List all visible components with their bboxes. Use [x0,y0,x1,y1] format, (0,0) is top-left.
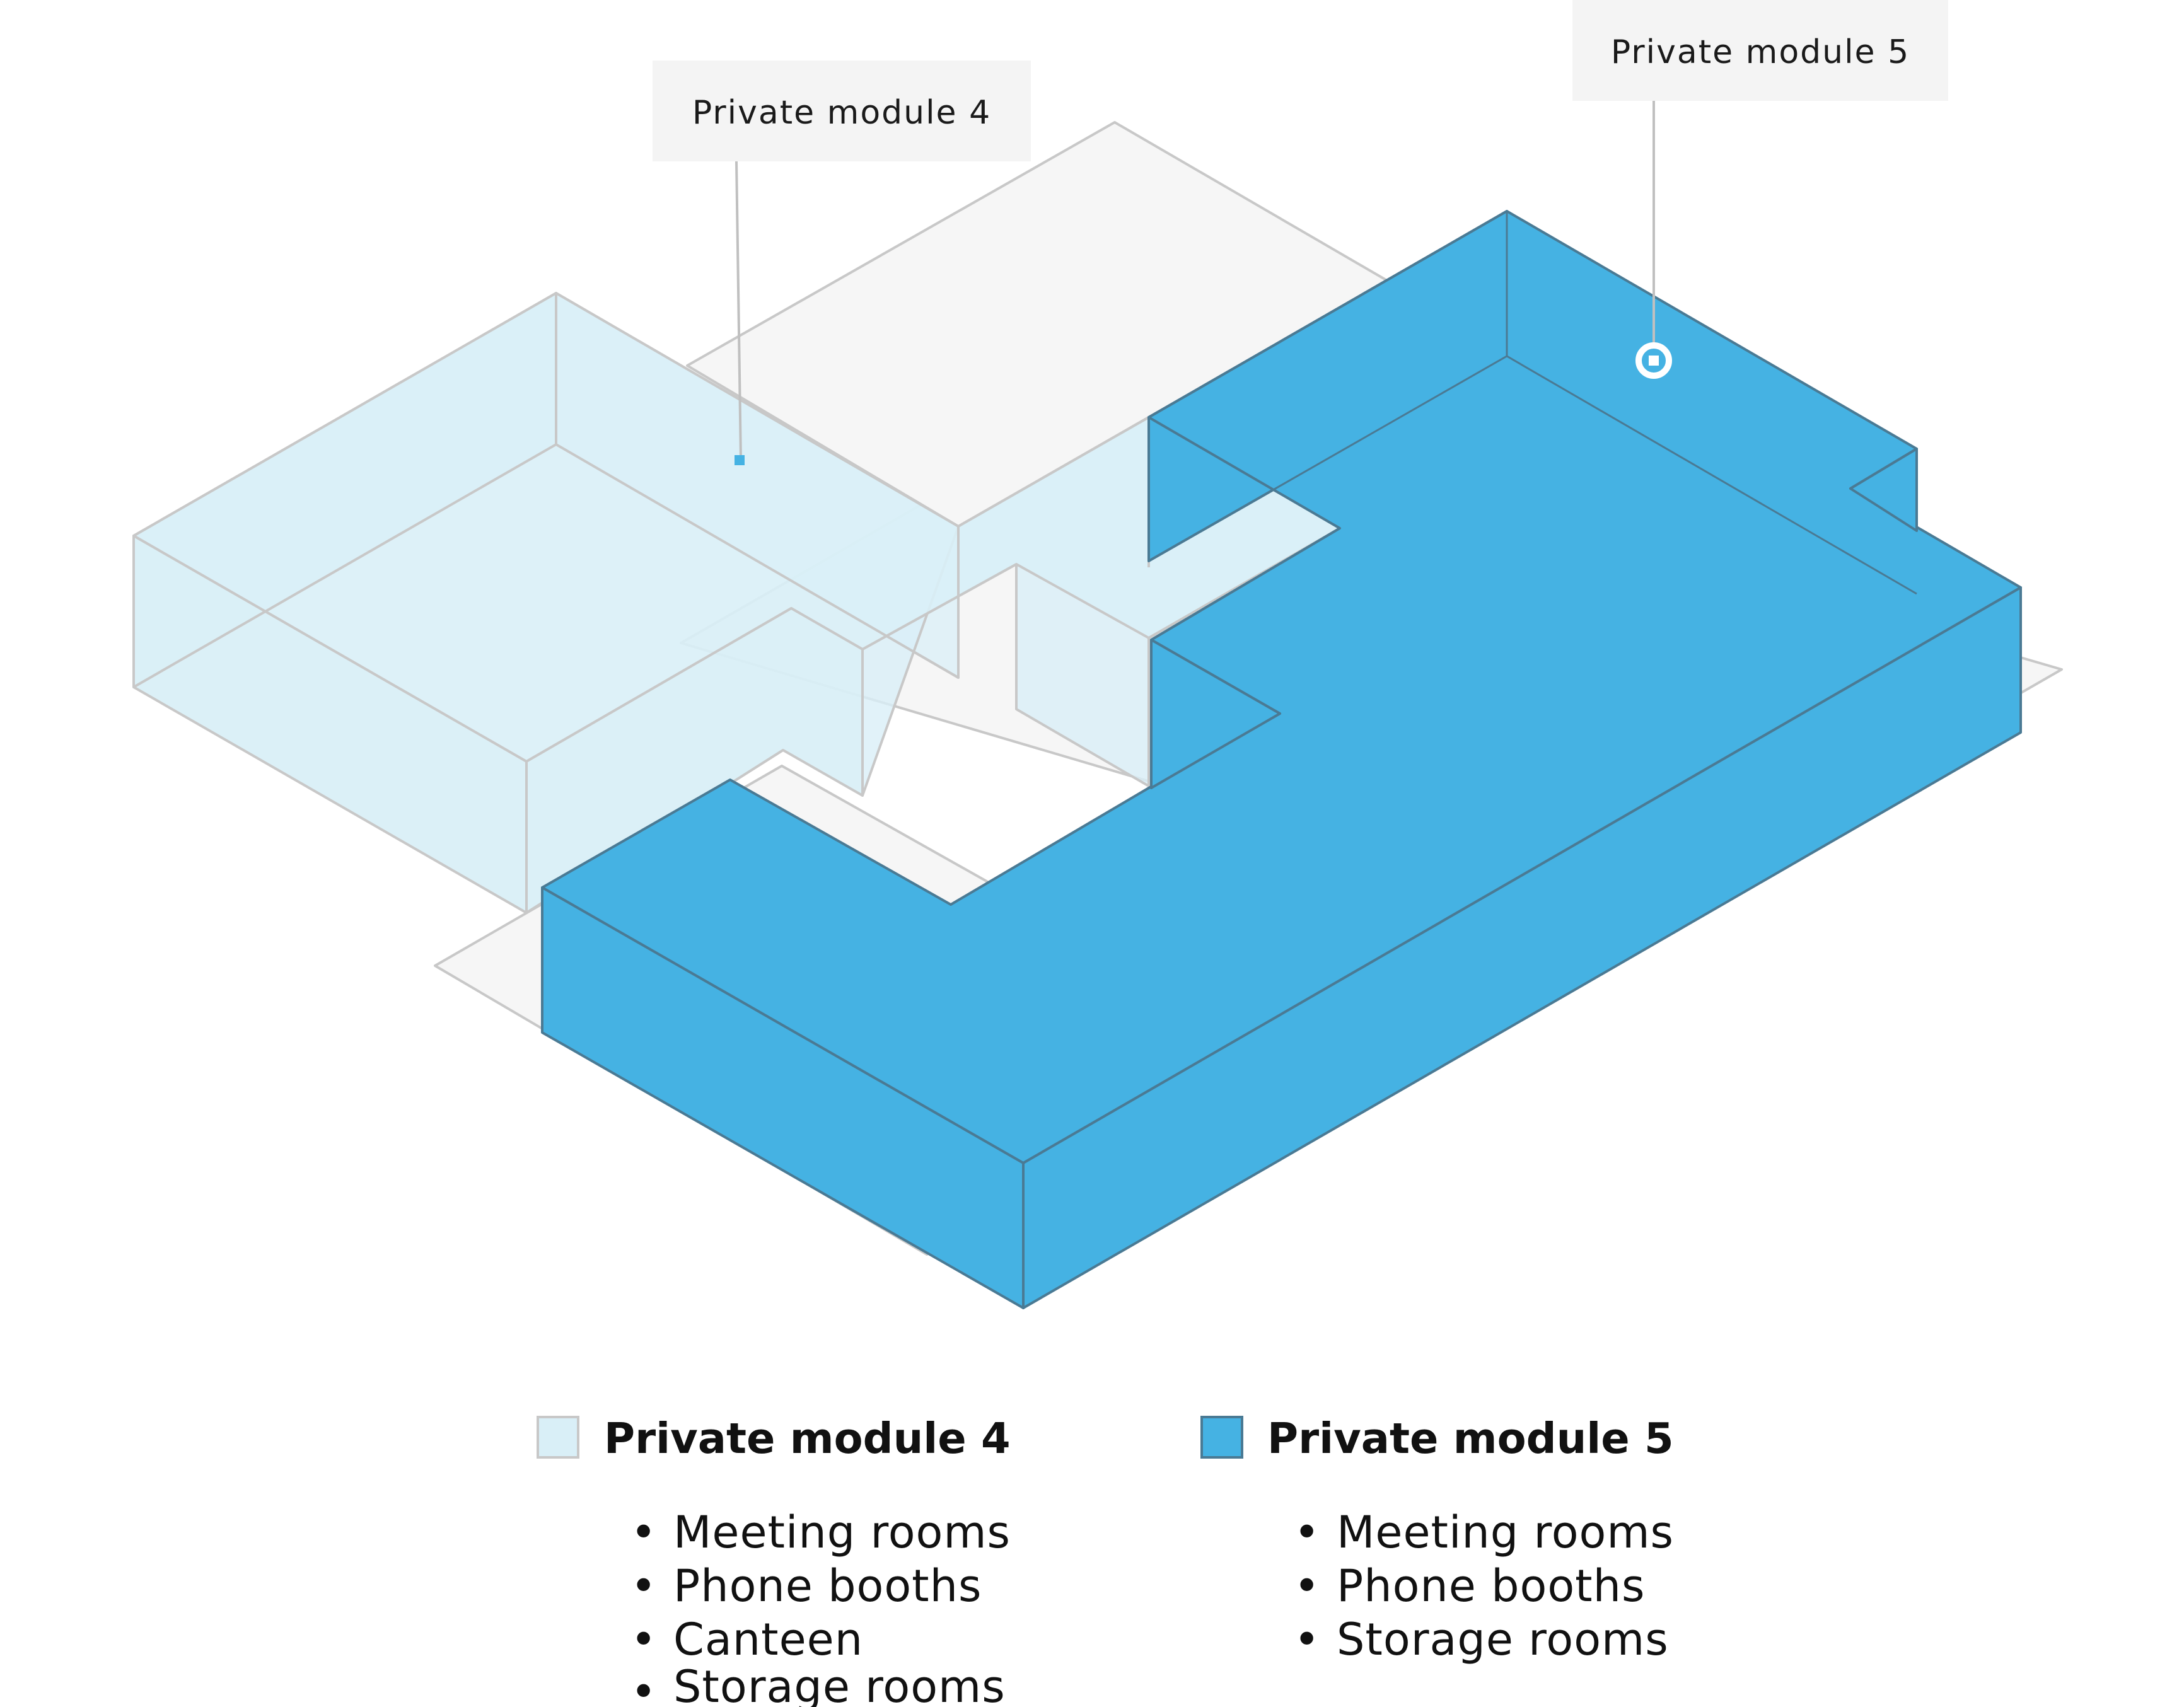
callout-module-4-box [653,61,1031,161]
callout-module-5: Private module 5 [1572,0,1948,379]
callout-module-5-box [1572,0,1948,101]
module5-inner-edges [1148,211,2022,732]
legend-module-4-item: • [630,1666,657,1707]
private-module-5 [541,210,2022,1309]
module5-right-notch-face [1849,448,1918,532]
legend-module-4-item: • [630,1560,657,1612]
legend-module-5-item: • [1294,1507,1320,1558]
callout-module-5-marker-ring [1635,342,1672,379]
legend-module-5-item-label: Meeting rooms [1337,1507,1674,1558]
callout-module-5-label: Private module 5 [1611,33,1910,71]
legend-module-5-item: • [1294,1560,1320,1612]
private-module-4 [132,292,1341,914]
callout-module-4: Private module 4 [653,61,1031,465]
legend-module-5-item-label: Phone booths [1337,1560,1645,1612]
module4-inner-edges [133,293,1150,709]
legend-module-5: Private module 5 • Meeting rooms • Phone… [1200,1414,1674,1665]
legend-module-5-list: • Meeting rooms • Phone booths • Storage… [1294,1507,1674,1665]
module4-front-step-face [525,607,864,914]
legend-module-4-item: • [630,1614,657,1665]
legend-module-4-item-label: Phone booths [673,1560,982,1612]
legend-module-4: Private module 4 • Meeting rooms • Phone… [537,1414,1011,1707]
legend-module-4-list: • Meeting rooms • Phone booths • Canteen… [630,1507,1011,1707]
legend-module-5-title: Private module 5 [1267,1414,1674,1463]
callout-module-4-label: Private module 4 [692,94,991,132]
legend-module-4-item-label: Meeting rooms [673,1507,1011,1558]
module5-inner-step-face [1150,639,1281,789]
callout-module-4-leader [735,161,742,461]
legend-module-4-swatch [537,1416,579,1459]
callout-module-5-marker-dot [1649,356,1659,366]
legend-module-4-item-label: Storage rooms [673,1661,1006,1707]
legend-module-4-title: Private module 4 [604,1414,1011,1463]
legend-module-5-item: • [1294,1614,1320,1665]
legend-module-4-item-label: Canteen [673,1614,863,1665]
legend-module-4-item: • [630,1507,657,1558]
callout-module-4-marker-dot [735,455,745,465]
legend-module-5-item-label: Storage rooms [1337,1614,1669,1665]
legend-module-5-swatch [1200,1416,1243,1459]
